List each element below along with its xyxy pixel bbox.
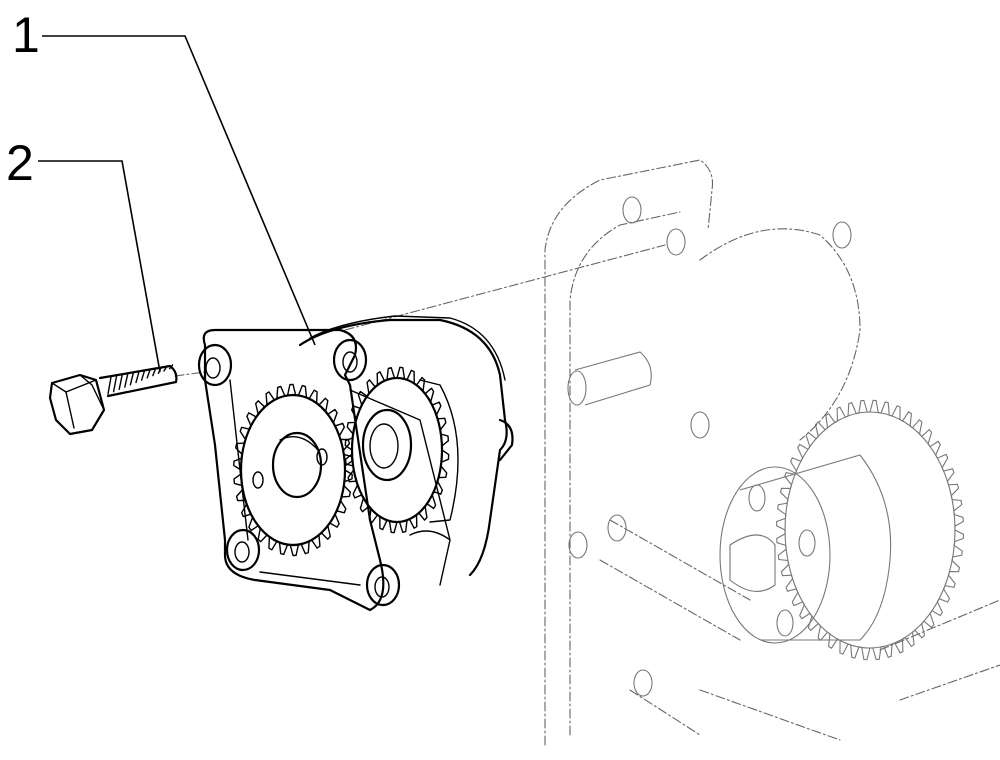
bolt-hole-icon bbox=[633, 669, 653, 697]
bolt-hole-icon bbox=[622, 196, 642, 224]
gear-teeth bbox=[233, 383, 353, 557]
bolt-thread bbox=[140, 369, 146, 381]
drive-gear bbox=[233, 383, 353, 557]
bolt-thread bbox=[107, 376, 112, 395]
bolt-thread bbox=[157, 366, 163, 374]
bolt-thread bbox=[152, 367, 157, 377]
bolt-hole-icon bbox=[568, 531, 588, 559]
bolt-thread bbox=[163, 365, 168, 372]
bolt-thread bbox=[112, 375, 118, 393]
bolt-hole-icon bbox=[607, 514, 627, 542]
callout-2[interactable]: 2 bbox=[6, 135, 161, 373]
bolt-thread bbox=[146, 368, 151, 379]
cover-mounting-bosses bbox=[197, 338, 401, 607]
bolt-thread bbox=[135, 370, 140, 384]
callout-2-number: 2 bbox=[6, 135, 34, 191]
oil-pump-assembly[interactable] bbox=[197, 315, 514, 612]
bolt-hole-icon bbox=[832, 221, 852, 249]
callout-1-number: 1 bbox=[12, 7, 40, 63]
bolt-hole-icon bbox=[666, 228, 686, 256]
callout-2-leader bbox=[38, 160, 161, 373]
callout-1-leader bbox=[42, 35, 316, 346]
bolt-thread bbox=[129, 371, 135, 386]
hex-bolt[interactable] bbox=[48, 364, 178, 436]
crankshaft-gear-phantom bbox=[719, 399, 964, 661]
bolt-thread bbox=[124, 373, 129, 388]
gear-teeth bbox=[344, 366, 450, 534]
bolt-thread bbox=[168, 364, 174, 370]
block-bolt-holes bbox=[568, 196, 852, 697]
bolt-thread bbox=[118, 374, 123, 391]
bolt-hole-icon bbox=[690, 411, 710, 439]
assembly-centerlines bbox=[174, 244, 666, 377]
driven-gear bbox=[344, 366, 459, 534]
engine-block-phantom bbox=[544, 159, 1000, 746]
callout-1[interactable]: 1 bbox=[12, 7, 316, 346]
